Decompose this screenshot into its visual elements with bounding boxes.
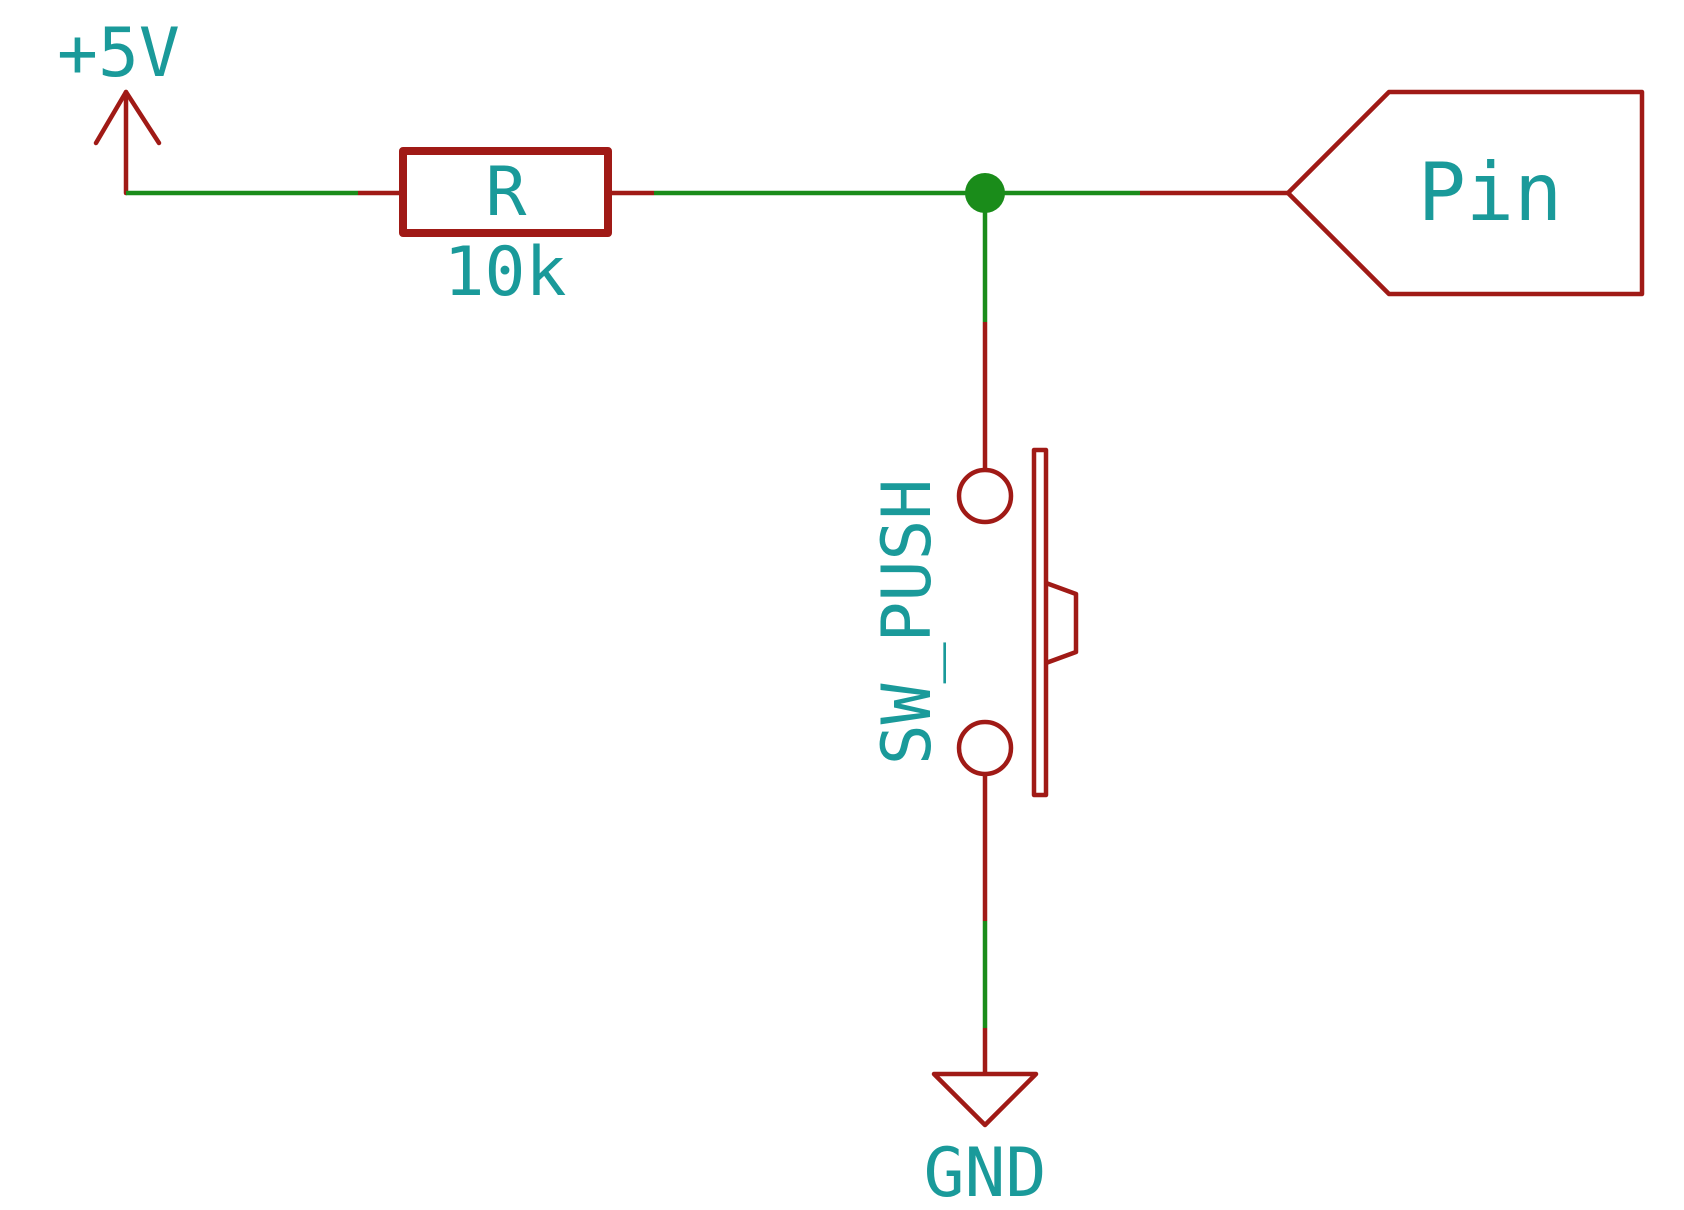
hierarchical-label-icon: [1285, 89, 1645, 297]
resistor-ref-label: R: [486, 153, 527, 232]
switch-contact-bottom: [956, 719, 1014, 777]
switch-ref-label: SW_PUSH: [868, 479, 947, 766]
power-label: +5V: [57, 14, 180, 93]
push-button-icon: [956, 447, 1079, 798]
switch-plunger: [1045, 580, 1079, 666]
ground-triangle-icon: [931, 1071, 1039, 1128]
switch-actuator-bar: [1031, 447, 1049, 798]
resistor-value-label: 10k: [444, 233, 567, 312]
net-label-text: Pin: [1418, 146, 1563, 239]
switch-contact-top: [956, 467, 1014, 525]
power-arrow-icon: [93, 89, 162, 196]
ground-label: GND: [924, 1134, 1047, 1210]
